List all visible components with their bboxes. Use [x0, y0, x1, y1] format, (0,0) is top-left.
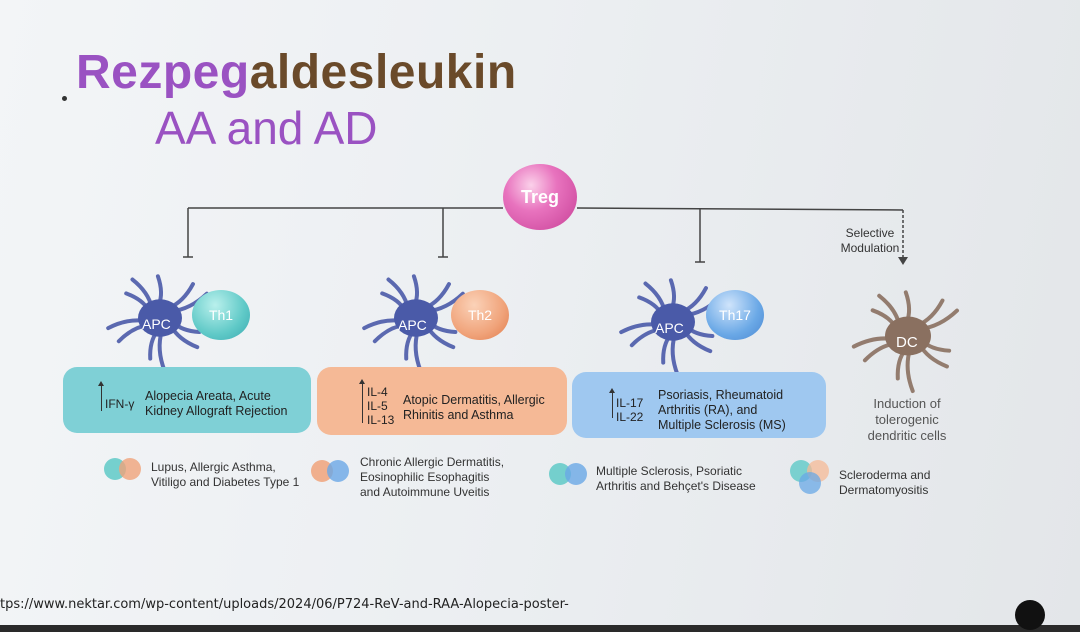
th17-cell: Th17 — [706, 290, 764, 340]
th1-cell: Th1 — [192, 290, 250, 340]
th17-disease-line3: Multiple Sclerosis (MS) — [658, 418, 786, 432]
legend3-line2: Arthritis and Behçet's Disease — [596, 479, 756, 493]
apc-label-1: APC — [142, 316, 171, 332]
il5: IL-5 — [367, 399, 388, 413]
slide-title: Rezpegaldesleukin — [76, 46, 517, 100]
th2-disease-line2: Rhinitis and Asthma — [403, 408, 514, 422]
dc-label: DC — [896, 334, 918, 351]
il17: IL-17 — [616, 396, 644, 410]
il4: IL-4 — [367, 385, 388, 399]
legend4-line1: Scleroderma and — [839, 468, 931, 482]
legend-text-1: Lupus, Allergic Asthma,Vitiligo and Diab… — [151, 460, 299, 490]
th2-label: Th2 — [467, 307, 493, 323]
th1-disease-line1: Alopecia Areata, Acute — [145, 389, 271, 403]
apc-cell-3 — [619, 278, 722, 377]
th17-disease-line2: Arthritis (RA), and — [658, 403, 758, 417]
th17-disease-line1: Psoriasis, Rheumatoid — [658, 388, 784, 402]
legend2-line3: and Autoimmune Uveitis — [360, 485, 490, 499]
treg-label: Treg — [520, 186, 559, 207]
th1-label: Th1 — [208, 307, 234, 323]
th17-label: Th17 — [719, 307, 751, 323]
legend-text-2: Chronic Allergic Dermatitis,Eosinophilic… — [360, 455, 504, 500]
il13: IL-13 — [367, 413, 395, 427]
selective-line2: Modulation — [840, 241, 900, 255]
venn-icon-2 — [311, 460, 349, 482]
dc-cell — [851, 290, 960, 393]
venn-icon-4 — [790, 460, 829, 494]
selective-line1: Selective — [845, 226, 895, 240]
venn-icon-1 — [104, 458, 141, 480]
source-url[interactable]: tps://www.nektar.com/wp-content/uploads/… — [0, 597, 569, 612]
increase-arrow-2 — [359, 379, 365, 423]
th2-cell: Th2 — [451, 290, 509, 340]
increase-arrow-1 — [98, 381, 104, 411]
title-part-rezpeg: Rezpeg — [76, 46, 250, 99]
th2-disease-line1: Atopic Dermatitis, Allergic — [403, 393, 545, 407]
th1-cytokine: IFN-γ — [105, 397, 135, 411]
il22: IL-22 — [616, 410, 644, 424]
title-part-aldesleukin: aldesleukin — [249, 46, 517, 99]
apc-label-3: APC — [655, 320, 684, 336]
microphone-icon — [1015, 600, 1045, 630]
legend1-line2: Vitiligo and Diabetes Type 1 — [151, 475, 300, 489]
slide-subtitle: AA and AD — [155, 102, 378, 154]
dc-text-line3: dendritic cells — [867, 428, 947, 443]
th1-disease-line2: Kidney Allograft Rejection — [145, 404, 288, 418]
treg-cell: Treg — [503, 164, 577, 230]
bullet-dot — [62, 96, 67, 101]
increase-arrow-3 — [609, 388, 615, 418]
legend2-line1: Chronic Allergic Dermatitis, — [360, 455, 505, 469]
legend4-line2: Dermatomyositis — [839, 483, 929, 497]
apc-label-2: APC — [398, 317, 427, 333]
legend3-line1: Multiple Sclerosis, Psoriatic — [596, 464, 743, 478]
legend2-line2: Eosinophilic Esophagitis — [360, 470, 490, 484]
dc-text-line1: Induction of — [873, 396, 941, 411]
dc-text-line2: tolerogenic — [875, 412, 939, 427]
venn-icon-3 — [549, 463, 587, 485]
legend1-line1: Lupus, Allergic Asthma, — [151, 460, 276, 474]
